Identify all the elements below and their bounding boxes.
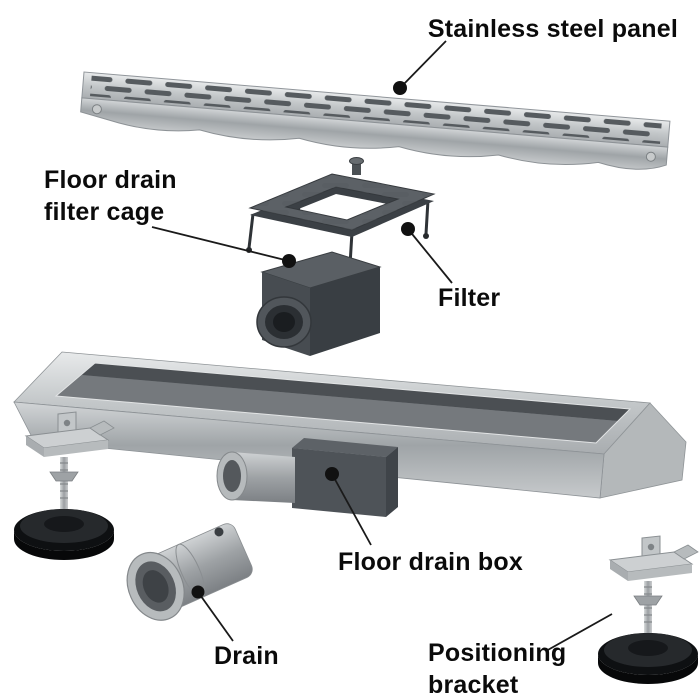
- floor-drain-box-part: [13, 351, 687, 517]
- callout-line-bracket: [545, 613, 613, 652]
- label-stainless-steel-panel: Stainless steel panel: [427, 15, 678, 43]
- callout-line-filter-cage: [151, 226, 290, 262]
- drain-part: [126, 523, 253, 621]
- label-filter: Filter: [438, 284, 501, 312]
- drain-bore: [142, 570, 169, 603]
- callout-dot-drain: [191, 585, 205, 599]
- callout-line-drain-box: [331, 473, 372, 546]
- label-drain: Drain: [214, 642, 279, 670]
- callout-dot-filter: [401, 222, 415, 236]
- label-positioning-bracket: Positioning bracket: [428, 639, 567, 699]
- filter-cage-part: [256, 251, 382, 356]
- callout-dots: [191, 81, 415, 599]
- filter-part: [246, 157, 436, 270]
- stainless-steel-panel-part: [80, 71, 671, 170]
- cage-port-bore: [273, 312, 295, 332]
- callout-line-drain: [197, 591, 234, 642]
- filter-knob: [349, 157, 364, 165]
- panel-screw-left: [91, 104, 102, 115]
- positioning-bracket-left-part: [13, 411, 115, 561]
- callout-dot-drain-box: [325, 467, 339, 481]
- panel-screw-right: [645, 151, 656, 162]
- callout-line-panel: [399, 40, 447, 89]
- label-floor-drain-filter-cage: Floor drain filter cage: [44, 166, 177, 226]
- callout-dot-panel: [393, 81, 407, 95]
- drain-bolt: [214, 527, 224, 537]
- callout-dot-filter-cage: [282, 254, 296, 268]
- callout-line-filter: [407, 228, 453, 284]
- label-floor-drain-box: Floor drain box: [338, 548, 523, 576]
- callout-lines: [151, 40, 613, 652]
